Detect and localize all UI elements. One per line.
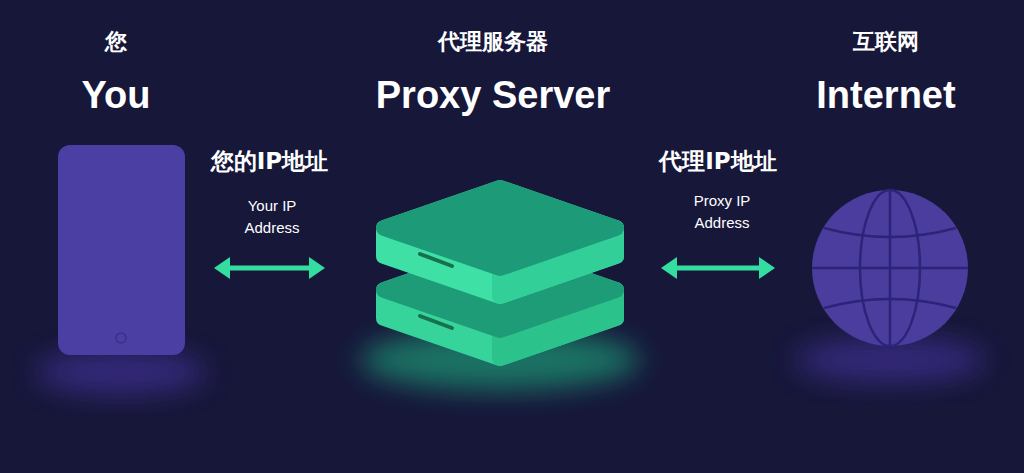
heading-cn: 代理服务器 — [325, 28, 661, 56]
phone-icon — [58, 145, 185, 355]
endpoint-node: 您 You — [18, 24, 214, 364]
ip-caption: Your IP Address — [222, 195, 322, 239]
heading-en: Proxy Server — [325, 72, 661, 118]
endpoint-node: 互联网 Internet — [775, 24, 997, 364]
double-arrow — [214, 257, 325, 279]
endpoint-node: 代理服务器 Proxy Server — [325, 24, 661, 364]
heading-en: You — [18, 72, 214, 118]
heading-en: Internet — [775, 72, 997, 118]
edge-label: 您的IP地址 — [211, 146, 328, 176]
globe-icon — [812, 190, 968, 346]
double-arrow — [661, 257, 775, 279]
heading-cn: 互联网 — [775, 28, 997, 56]
heading-cn: 您 — [18, 28, 214, 56]
glow — [36, 350, 206, 394]
ip-caption: Proxy IP Address — [672, 190, 772, 234]
edge-label: 代理IP地址 — [659, 146, 776, 176]
server-icon — [384, 188, 616, 358]
